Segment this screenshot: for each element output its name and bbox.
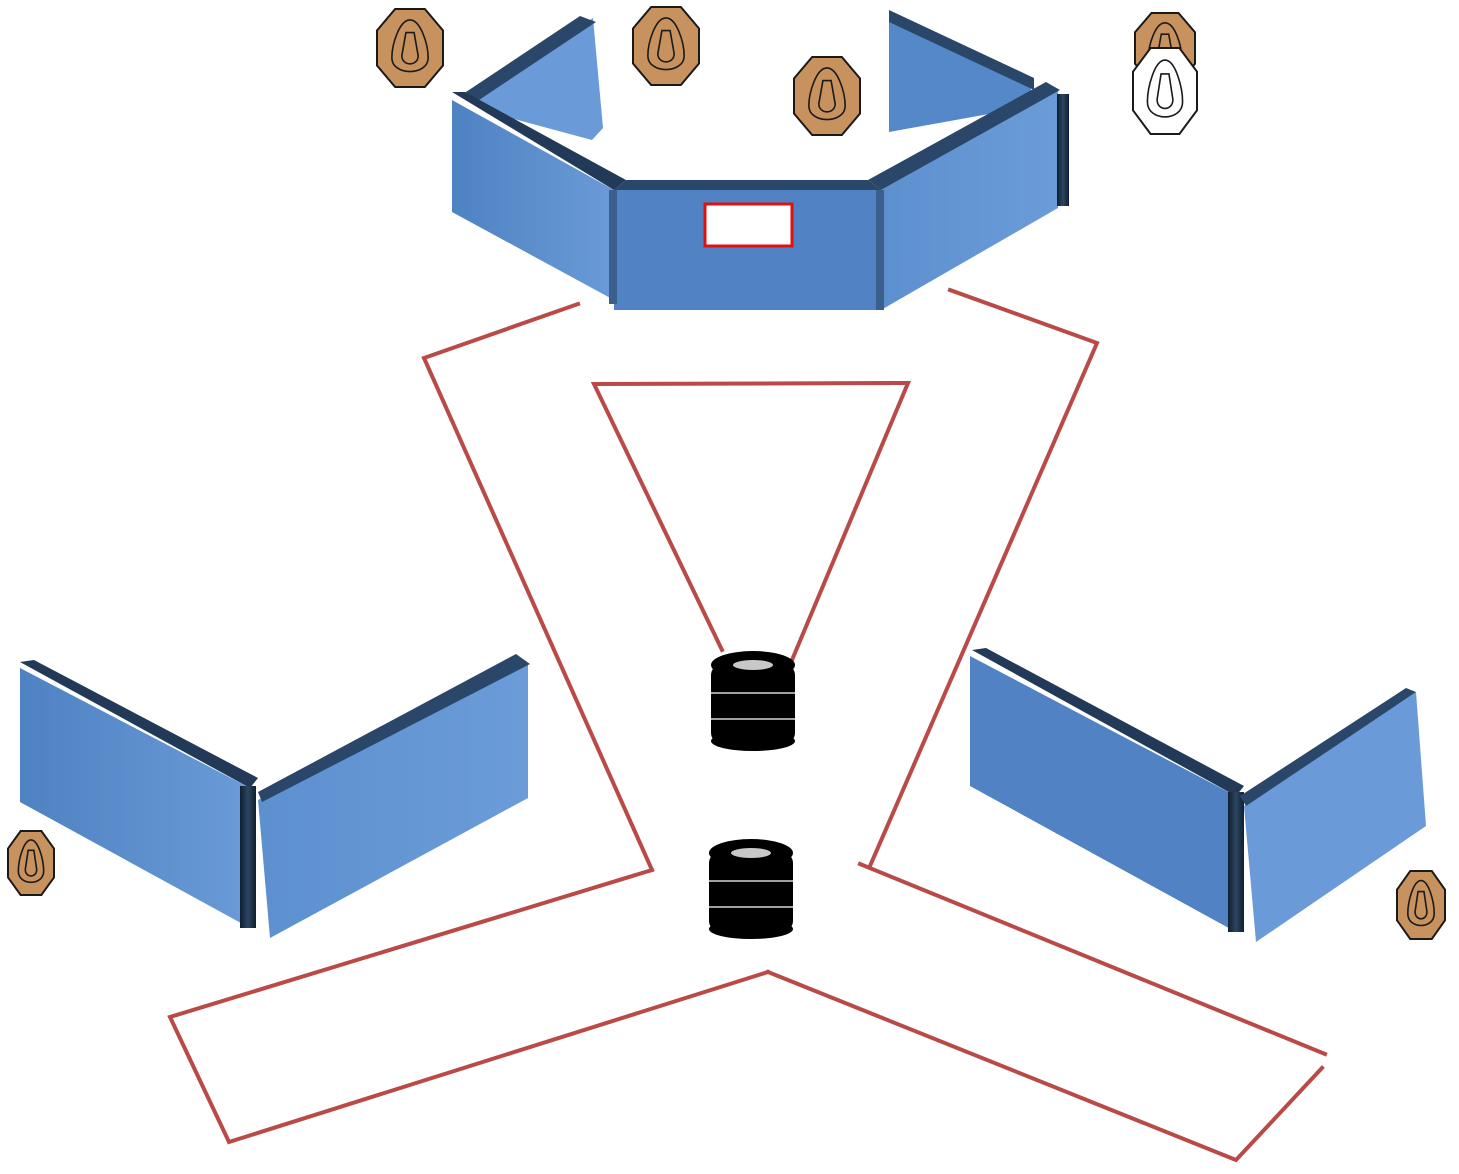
- right-wall-group: [970, 648, 1426, 942]
- wall-panel-edge: [876, 190, 884, 310]
- window-port: [703, 202, 794, 248]
- wall-panel-edge: [240, 786, 256, 928]
- wall-panel-top: [614, 180, 881, 190]
- wall-panel: [452, 100, 614, 300]
- fault-line-center-box: [590, 380, 912, 663]
- paper-target-icon: [1396, 870, 1446, 940]
- wall-panel: [970, 656, 1236, 932]
- wall-panel: [258, 664, 528, 938]
- paper-target-icon: [793, 56, 861, 136]
- left-wall-group: [20, 654, 530, 938]
- fault-lines: [167, 287, 1328, 1163]
- wall-panel-edge: [1228, 792, 1244, 932]
- wall-panel-top: [258, 654, 530, 802]
- paper-target-icon: [632, 6, 700, 86]
- wall-panel-top: [20, 660, 258, 788]
- paper-target-icon: [376, 8, 444, 88]
- wall-panel-edge: [609, 190, 617, 304]
- wall-panel: [20, 668, 250, 928]
- wall-panel: [1244, 692, 1426, 942]
- wall-panel: [881, 90, 1058, 310]
- wall-panel: [889, 14, 1032, 132]
- wall-panel-top: [868, 82, 1060, 190]
- fault-line-right-box: [867, 287, 1100, 869]
- wall-panel: [473, 18, 603, 140]
- wall-panel-top: [452, 92, 626, 190]
- wall-panel-top: [889, 10, 1034, 90]
- wall-panel-top: [1240, 688, 1416, 806]
- barrel-icon: [711, 651, 795, 751]
- fault-line-right-box-bottom: [765, 969, 1325, 1163]
- wall-panel: [614, 190, 881, 310]
- fault-line-left-box: [421, 301, 655, 873]
- fault-line-left-box-lower: [167, 867, 771, 1145]
- top-wall-group: [452, 10, 1069, 310]
- fault-line-right-box-lower: [857, 861, 1328, 1057]
- no-shoot-target-icon: [1132, 47, 1198, 135]
- wall-panel-top: [972, 648, 1244, 796]
- targets: [7, 6, 1446, 940]
- wall-panel-top: [460, 16, 596, 102]
- paper-target-icon: [7, 830, 55, 896]
- wall-panel-edge: [1057, 94, 1069, 206]
- barrel-icon: [709, 839, 793, 939]
